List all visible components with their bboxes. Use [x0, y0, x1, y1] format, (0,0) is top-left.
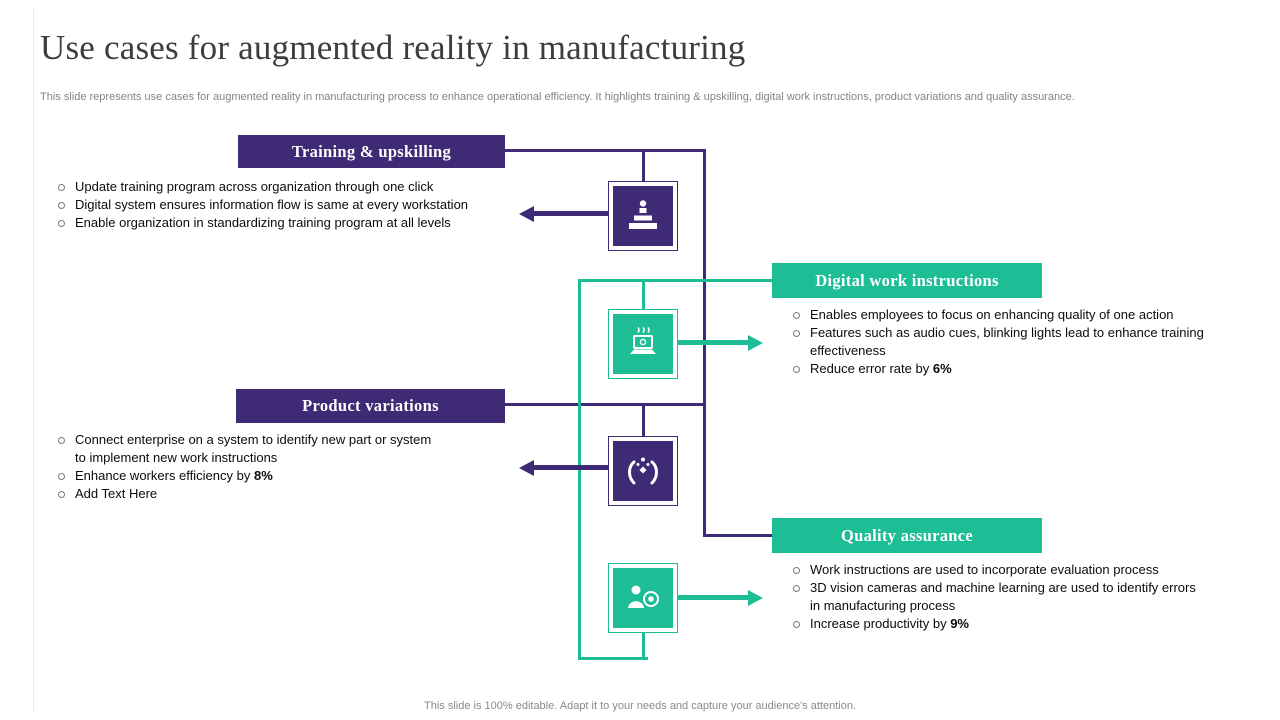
banner-digital-work-instructions: Digital work instructions	[772, 263, 1042, 298]
training-upskilling-bullets: Update training program across organizat…	[58, 178, 496, 232]
bullet-item: 3D vision cameras and machine learning a…	[793, 579, 1209, 615]
banner-product-variations: Product variations	[236, 389, 505, 423]
footer-note: This slide is 100% editable. Adapt it to…	[424, 700, 856, 712]
bullet-marker	[793, 312, 800, 319]
icon-box-quality-assurance	[608, 563, 678, 633]
connector-line	[503, 403, 706, 406]
bullet-text: Add Text Here	[75, 486, 158, 501]
bullet-marker	[58, 220, 65, 227]
bullet-marker	[58, 184, 65, 191]
bullet-marker	[793, 621, 800, 628]
bullet-item: Enhance workers efficiency by 8%	[58, 467, 436, 485]
connector-line	[642, 404, 645, 437]
banner-quality-assurance: Quality assurance	[772, 518, 1042, 553]
connector-line	[503, 149, 706, 152]
bullet-marker	[58, 473, 65, 480]
page-title: Use cases for augmented reality in manuf…	[40, 28, 746, 67]
icon-box-training	[608, 181, 678, 251]
bullet-text: Enables employees to focus on enhancing …	[810, 307, 1174, 322]
bullet-text: Connect enterprise on a system to identi…	[75, 432, 432, 465]
hands-sparkle-icon	[628, 457, 658, 485]
icon-box-digital-work	[608, 309, 678, 379]
bullet-item: Features such as audio cues, blinking li…	[793, 324, 1209, 360]
connector-line	[642, 281, 645, 310]
bullet-item: Enable organization in standardizing tra…	[58, 214, 496, 232]
bullet-marker	[793, 330, 800, 337]
bullet-text: Enhance workers efficiency by 8%	[75, 468, 273, 483]
banner-label: Product variations	[302, 396, 439, 415]
digital-work-bullets: Enables employees to focus on enhancing …	[793, 306, 1209, 378]
quality-assurance-bullets: Work instructions are used to incorporat…	[793, 561, 1209, 633]
connector-line	[578, 657, 648, 660]
bullet-marker	[58, 437, 65, 444]
bullet-marker	[58, 491, 65, 498]
bullet-marker	[793, 567, 800, 574]
bullet-item: Add Text Here	[58, 485, 436, 503]
product-variations-bullets: Connect enterprise on a system to identi…	[58, 431, 436, 503]
bullet-item: Enables employees to focus on enhancing …	[793, 306, 1209, 324]
bullet-item: Increase productivity by 9%	[793, 615, 1209, 633]
left-edge-line	[33, 8, 34, 712]
bullet-text: Increase productivity by 9%	[810, 616, 969, 631]
inspector-target-icon	[628, 585, 659, 608]
bullet-marker	[793, 366, 800, 373]
bullet-item: Reduce error rate by 6%	[793, 360, 1209, 378]
bullet-text: Features such as audio cues, blinking li…	[810, 325, 1204, 358]
bullet-marker	[793, 585, 800, 592]
bullet-item: Work instructions are used to incorporat…	[793, 561, 1209, 579]
bullet-text: 3D vision cameras and machine learning a…	[810, 580, 1196, 613]
bullet-item: Connect enterprise on a system to identi…	[58, 431, 436, 467]
bullet-text: Update training program across organizat…	[75, 179, 434, 194]
training-pyramid-icon	[629, 200, 657, 229]
connector-line	[578, 279, 772, 282]
connector-line	[703, 534, 772, 537]
banner-label: Digital work instructions	[815, 270, 999, 290]
bullet-text: Work instructions are used to incorporat…	[810, 562, 1159, 577]
bullet-item: Update training program across organizat…	[58, 178, 496, 196]
slide-subtitle: This slide represents use cases for augm…	[40, 91, 1075, 103]
bullet-marker	[58, 202, 65, 209]
connector-line	[642, 150, 645, 181]
icon-box-product-variations	[608, 436, 678, 506]
banner-training-upskilling: Training & upskilling	[238, 135, 505, 168]
bullet-text: Digital system ensures information flow …	[75, 197, 469, 212]
bullet-item: Digital system ensures information flow …	[58, 196, 496, 214]
banner-label: Training & upskilling	[291, 141, 452, 161]
connector-line	[642, 632, 645, 659]
banner-label: Quality assurance	[840, 525, 974, 545]
bullet-text: Enable organization in standardizing tra…	[75, 215, 451, 230]
bullet-text: Reduce error rate by 6%	[810, 361, 952, 376]
laptop-instructions-icon	[630, 327, 656, 354]
